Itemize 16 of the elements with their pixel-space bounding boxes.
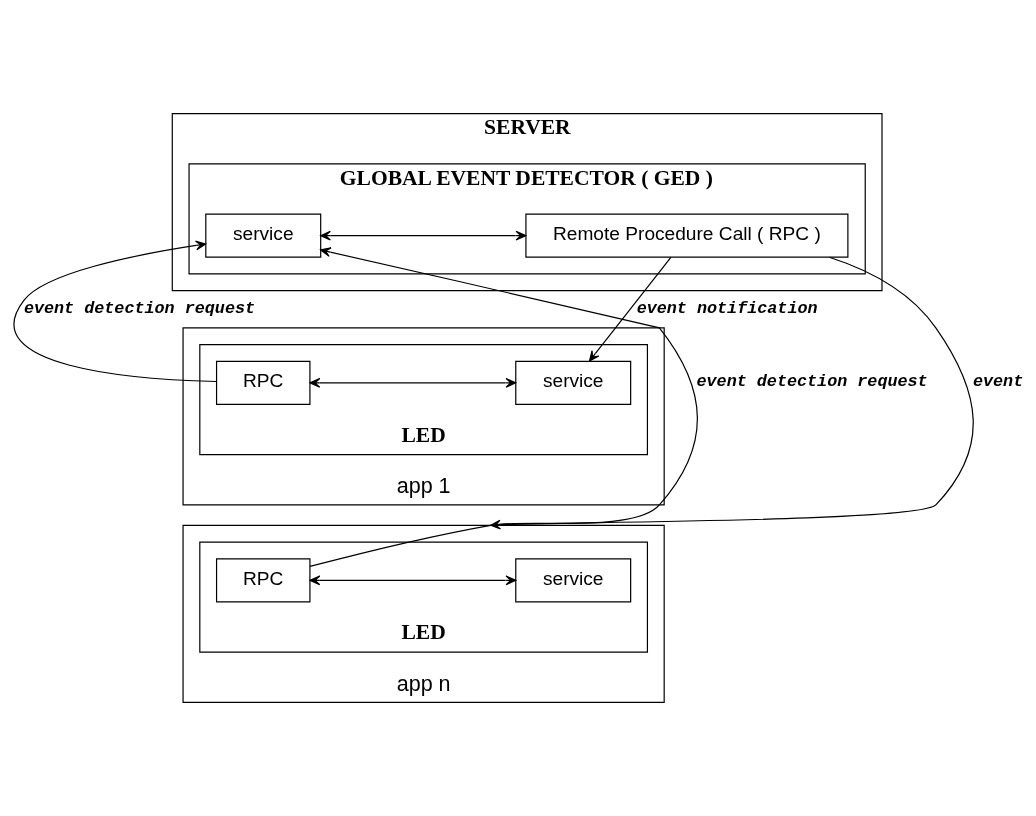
- edge-label: event detection request: [23, 298, 255, 318]
- edge-label: event detection request: [695, 372, 928, 392]
- arrow: [588, 256, 671, 362]
- arrow: [309, 377, 516, 388]
- node-box: service: [514, 558, 631, 603]
- node-box: RPC: [215, 558, 311, 603]
- node-box: service: [514, 360, 631, 405]
- edge-label: event: [972, 372, 1023, 392]
- node-box: service: [204, 213, 321, 258]
- arrow: [13, 240, 217, 383]
- arrow: [309, 575, 516, 586]
- node-box: RPC: [215, 360, 311, 405]
- arrow: [319, 230, 526, 241]
- edge-label: event notification: [636, 298, 818, 318]
- node-box: Remote Procedure Call ( RPC ): [524, 213, 848, 258]
- arrow: [308, 247, 698, 568]
